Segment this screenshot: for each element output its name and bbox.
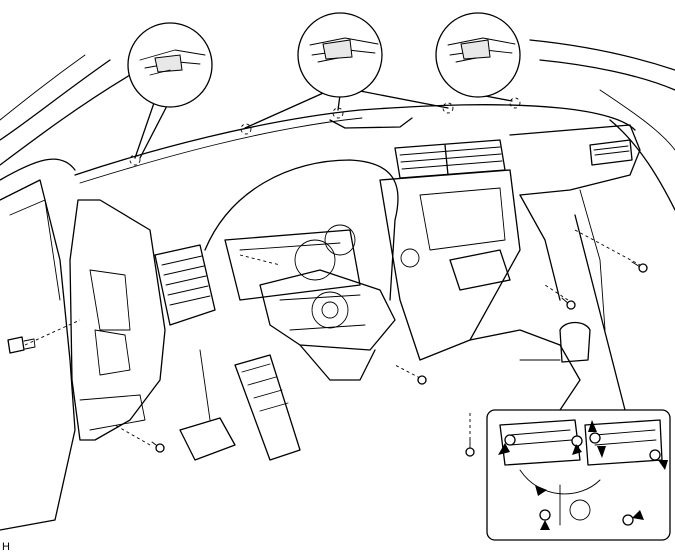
arrow-icon: [540, 520, 550, 530]
arrow-icon: [597, 446, 606, 458]
screw-icon: [417, 375, 427, 385]
screw-icon: [151, 441, 165, 453]
arrow-icon: [658, 460, 668, 470]
left-end-cap: [69, 199, 166, 441]
dashboard-top: [74, 104, 636, 184]
bolt-icon: [7, 336, 36, 354]
arrow-icon: [588, 420, 597, 432]
connector-arrows: [498, 420, 668, 530]
clip-point: [240, 123, 252, 135]
clip-point: [129, 154, 141, 166]
screw-icon: [561, 297, 576, 310]
arrow-icon: [498, 443, 510, 455]
pedals: [179, 349, 301, 461]
screw-icon: [631, 261, 648, 273]
clip-points: [129, 97, 521, 166]
steering-column: [259, 269, 396, 381]
screw-icon: [465, 439, 475, 457]
right-dashboard: [509, 124, 641, 331]
connector-detail-inset: [486, 409, 671, 541]
arrow-icon: [632, 510, 644, 520]
arrow-icon: [572, 444, 582, 455]
left-side-panel: [0, 179, 76, 531]
left-air-vent: [154, 244, 216, 326]
clip-point: [332, 107, 344, 119]
clip-point: [509, 97, 521, 109]
clip-detail-left: [127, 22, 213, 108]
inset-leader-line: [574, 214, 626, 411]
retaining-clip-icon: [139, 49, 206, 76]
figure-code-label: H: [2, 541, 10, 553]
center-console: [379, 169, 521, 361]
clip-detail-right: [435, 12, 521, 98]
clip-point: [442, 102, 454, 114]
arrow-icon: [535, 485, 547, 496]
retaining-clip-icon: [447, 37, 516, 63]
clip-detail-center: [297, 12, 383, 98]
fastener-leader-lines: [24, 229, 641, 446]
windshield-frame: [0, 39, 675, 211]
instrument-cluster-opening: [204, 159, 399, 301]
center-floor-console: [469, 321, 591, 411]
retaining-clip-icon: [309, 37, 379, 63]
